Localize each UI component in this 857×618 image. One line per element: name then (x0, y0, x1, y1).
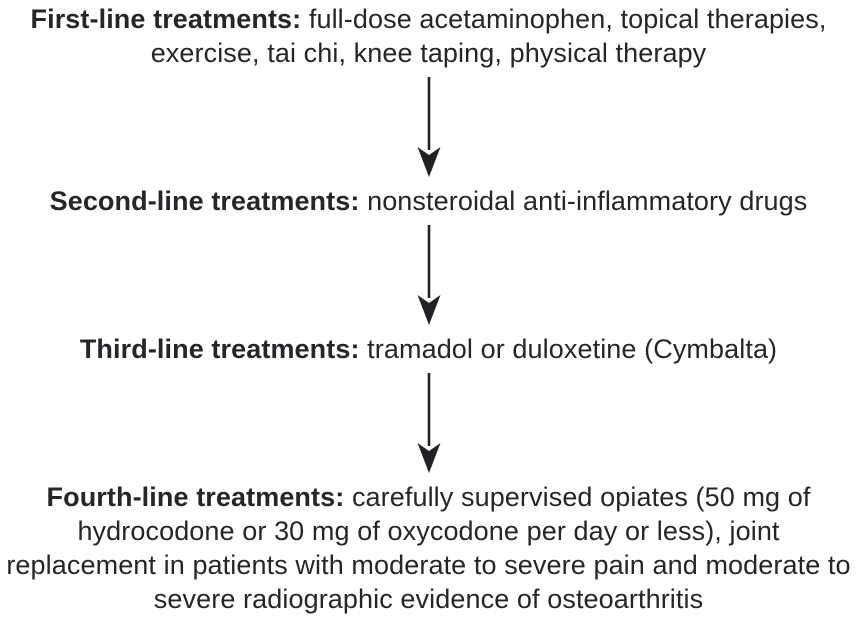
step-label: Second-line treatments: (49, 186, 360, 216)
step-description: tramadol or duloxetine (Cymbalta) (367, 334, 778, 364)
step-third-line-treatments: Third-line treatments: tramadol or dulox… (80, 332, 777, 366)
down-arrow-icon (417, 373, 440, 473)
step-label: First-line treatments: (30, 4, 302, 34)
step-description: nonsteroidal anti-inflammatory drugs (367, 186, 808, 216)
down-arrow-icon (417, 225, 440, 325)
down-arrow-icon (417, 77, 440, 177)
step-label: Fourth-line treatments: (46, 482, 345, 512)
step-second-line-treatments: Second-line treatments: nonsteroidal ant… (50, 184, 808, 218)
step-description: carefully supervised opiates (50 mg of h… (6, 482, 851, 614)
step-fourth-line-treatments: Fourth-line treatments: carefully superv… (6, 480, 852, 616)
step-label: Third-line treatments: (79, 334, 360, 364)
step-description: full-dose acetaminophen, topical therapi… (150, 4, 827, 68)
step-first-line-treatments: First-line treatments: full-dose acetami… (29, 2, 829, 70)
